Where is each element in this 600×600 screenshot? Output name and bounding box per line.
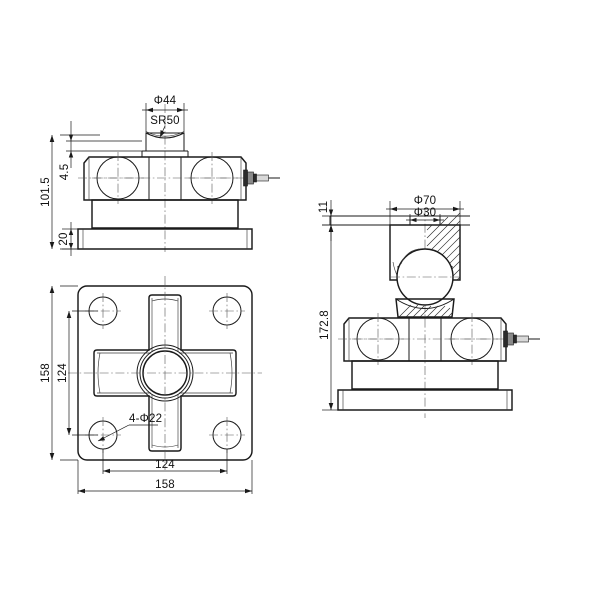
arrow-20-bottom [68, 243, 74, 249]
arrow-d30-right [433, 217, 440, 223]
dim-plan-overall-width: 158 [40, 285, 78, 461]
dim-label-total-height: 172.8 [319, 310, 331, 340]
dim-label-plan-overall-width: 158 [40, 363, 52, 383]
arrow-d44-left [146, 107, 153, 113]
note-spherical-radius: SR50 [150, 115, 180, 138]
note-mounting-hole-callout: 4-Φ22 [97, 413, 162, 442]
arrow-158h-right [245, 488, 252, 494]
front-view-base-plate [77, 228, 253, 250]
arrow-124h-left [103, 468, 110, 474]
dim-plan-bolt-spacing-vertical: 124 [57, 310, 98, 436]
gland-nut [247, 171, 254, 185]
side-view: 11 172.8 Φ70 Φ30 [318, 195, 540, 418]
arrow-20-top [68, 229, 74, 235]
dim-side-adaptor-outer-diameter: Φ70 [386, 195, 464, 225]
arrow-158v-bottom [49, 453, 55, 460]
dim-front-overall-height: 101.5 [40, 134, 100, 250]
arrow-124v-top [66, 311, 72, 318]
arrow-1728-top [328, 225, 334, 232]
cross-arm-left-cap [97, 352, 101, 394]
note-label-mounting-hole: 4-Φ22 [129, 413, 162, 425]
dim-label-adaptor-plate-thickness: 11 [318, 201, 330, 213]
dim-label-plan-bolt-spacing-horizontal: 124 [155, 459, 175, 471]
arrow-158h-left [78, 488, 85, 494]
hole-callout-arrow [98, 436, 106, 441]
dim-side-adaptor-boss-diameter: Φ30 [406, 207, 444, 225]
receiving-cup-concave-arc [395, 298, 455, 309]
dim-label-base-plate-thickness: 20 [58, 232, 70, 245]
base-plate-outline [77, 228, 253, 250]
arrow-11-top [328, 209, 334, 216]
sr50-leader-arrow [160, 130, 165, 137]
dim-label-adaptor-boss-diameter: Φ30 [414, 207, 437, 219]
side-view-cable-gland [503, 330, 540, 348]
dim-front-base-plate: 20 [58, 222, 78, 256]
note-label-spherical-radius: SR50 [150, 115, 180, 127]
front-view-cable-gland [243, 169, 280, 187]
dim-plan-bolt-spacing-horizontal: 124 [102, 449, 228, 474]
plan-base-plate-outline [77, 285, 253, 461]
dim-front-top-plate: 4.5 [59, 121, 142, 180]
arrow-d30-left [410, 217, 417, 223]
front-view: 101.5 4.5 20 Φ44 [40, 95, 280, 256]
arrow-124v-bottom [66, 428, 72, 435]
gland-shoulder [253, 173, 257, 183]
dim-label-button-diameter: Φ44 [154, 95, 177, 107]
side-view-receiving-cup [395, 298, 455, 318]
side-skirt-outline [351, 360, 499, 390]
arrow-45-top [68, 134, 74, 141]
front-view-skirt [91, 199, 239, 229]
plan-cross-boss-outline [93, 294, 237, 452]
arrow-d70-right [453, 206, 460, 212]
skirt-outline [91, 199, 239, 229]
side-gland-nut [507, 332, 514, 346]
dim-plan-overall-depth: 158 [77, 460, 253, 494]
receiving-cup-hatching [398, 304, 454, 318]
side-gland-base-collar [503, 330, 508, 348]
side-gland-shoulder [513, 334, 517, 344]
arrow-d70-left [390, 206, 397, 212]
side-view-base-plate [337, 389, 513, 411]
side-base-plate-outline [337, 389, 513, 411]
plan-view: 4-Φ22 158 124 124 [40, 276, 262, 494]
gland-body [256, 174, 269, 182]
arrow-101-bottom [49, 242, 55, 249]
arrow-124h-right [220, 468, 227, 474]
spherical-crown-arc [145, 132, 185, 139]
dim-side-total-height: 172.8 [319, 224, 340, 411]
dim-label-top-plate-thickness: 4.5 [59, 164, 71, 181]
arrow-d44-right [177, 107, 184, 113]
side-gland-body [516, 335, 529, 343]
arrow-1728-bottom [328, 403, 334, 410]
dim-front-button-diameter: Φ44 [142, 95, 188, 133]
arrow-101-top [49, 135, 55, 142]
ball-highlight-arc [400, 248, 420, 265]
front-view-body [78, 152, 278, 204]
dim-label-plan-bolt-spacing-vertical: 124 [57, 363, 69, 383]
dim-label-plan-overall-depth: 158 [155, 479, 175, 491]
dim-label-adaptor-outer-diameter: Φ70 [414, 195, 437, 207]
arrow-45-bottom [68, 151, 74, 158]
gland-base-collar [243, 169, 248, 187]
dim-label-overall-height: 101.5 [40, 177, 52, 207]
side-view-body [338, 313, 538, 365]
side-view-ball [391, 248, 459, 306]
receiving-cup-outline [395, 298, 455, 318]
arrow-158v-top [49, 286, 55, 293]
